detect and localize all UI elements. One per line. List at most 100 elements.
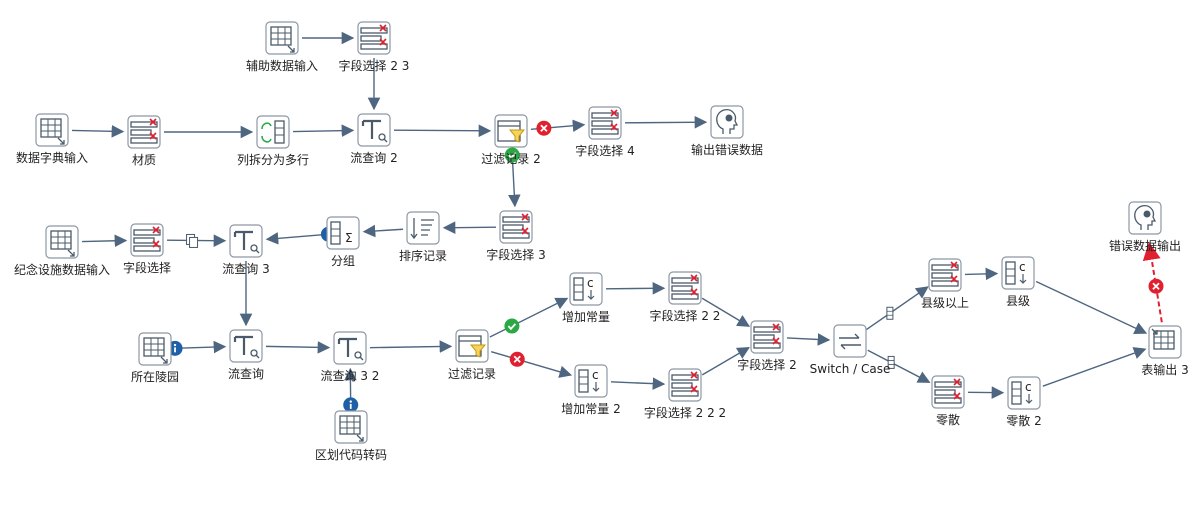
add-constant-icon: c (1005, 260, 1027, 285)
step-scattered[interactable]: 零散 (931, 375, 965, 427)
hop-filter-to-add-const[interactable] (489, 297, 569, 338)
step-label: 增加常量 (562, 310, 610, 324)
step-select-4[interactable]: 字段选择 4 (575, 106, 635, 158)
hop-memorial-input-to-select[interactable] (81, 234, 128, 248)
svg-text:c: c (587, 276, 594, 290)
step-lookup[interactable]: 流查询 (228, 329, 264, 381)
step-box (333, 331, 367, 365)
step-box (569, 272, 603, 306)
step-select-2[interactable]: 字段选择 2 (737, 320, 797, 372)
step-box (710, 105, 744, 139)
select-values-icon (671, 371, 699, 397)
stream-lookup-icon (233, 230, 260, 254)
step-label: 字段选择 2 2 (650, 308, 721, 323)
select-values-icon (133, 226, 161, 252)
step-select-23[interactable]: 字段选择 2 3 (339, 21, 410, 73)
step-county[interactable]: c县级 (1001, 256, 1035, 308)
hop-sort-to-group[interactable] (362, 224, 404, 238)
step-add-const[interactable]: c 增加常量 (562, 272, 610, 324)
hop-table-output-3-to-err-data-output[interactable] (1142, 241, 1163, 323)
hop-select-3-to-sort[interactable] (442, 221, 497, 234)
step-lookup-3[interactable]: 流查询 3 (222, 224, 270, 276)
copy-badge-icon (186, 233, 199, 248)
step-table-output-3[interactable]: 表输出 3 (1141, 325, 1189, 377)
step-label: Switch / Case (810, 362, 891, 376)
hop-lookup-32-to-filter[interactable] (369, 340, 453, 353)
step-region-code[interactable]: 区划代码转码 (315, 410, 387, 462)
hop-split-rows-to-lookup-2[interactable] (292, 124, 355, 137)
step-box (1007, 376, 1041, 410)
stream-lookup-icon (337, 337, 364, 361)
step-aux-input[interactable]: 辅助数据输入 (246, 21, 318, 73)
step-select-222[interactable]: 字段选择 2 2 2 (644, 368, 726, 420)
svg-text:c: c (1019, 260, 1026, 274)
hop-group-to-lookup-3[interactable] (265, 232, 324, 245)
step-cemetery[interactable]: 所在陵园 (131, 332, 179, 384)
table-input-icon (143, 337, 168, 364)
step-label: 字段选择 (123, 260, 171, 275)
step-label: 纪念设施数据输入 (14, 262, 110, 277)
step-label: 流查询 3 (222, 262, 269, 276)
hop-filter-to-add-const-2[interactable] (490, 350, 573, 378)
step-box (265, 21, 299, 55)
step-label: 流查询 2 (350, 151, 397, 165)
step-lookup-2[interactable]: 流查询 2 (350, 113, 398, 165)
step-group[interactable]: Σ分组 (326, 216, 360, 268)
switch-case-icon (839, 333, 861, 350)
step-label: 过滤记录 (448, 367, 496, 381)
hop-dict-input-to-material[interactable] (71, 124, 125, 138)
hop-scattered-2-to-table-output-3[interactable] (1042, 347, 1147, 387)
target-badge-icon (887, 355, 895, 369)
step-material[interactable]: 材质 (127, 115, 161, 167)
step-label: 过滤记录 2 (481, 152, 540, 166)
hop-county-above-to-county[interactable] (964, 267, 999, 281)
hop-select-22-to-select-2[interactable] (701, 297, 751, 327)
step-select[interactable]: 字段选择 (123, 223, 171, 275)
hop-select-2-to-switch-case[interactable] (786, 333, 831, 346)
step-box (574, 364, 608, 398)
badges-layer (167, 37, 1164, 413)
hop-cemetery-to-lookup[interactable] (174, 340, 227, 354)
select-values-icon (591, 109, 619, 135)
hop-switch-case-to-county-above[interactable] (866, 286, 929, 331)
target-badge-icon (886, 306, 894, 320)
step-err-data-output[interactable]: 错误数据输出 (1109, 201, 1181, 253)
hop-switch-case-to-scattered[interactable] (867, 349, 931, 383)
step-sort[interactable]: 排序记录 (399, 211, 447, 263)
hop-add-const-2-to-select-222[interactable] (610, 377, 666, 390)
step-split-rows[interactable]: 列拆分为多行 (237, 115, 309, 167)
step-label: 字段选择 4 (575, 143, 634, 158)
svg-text:c: c (1025, 380, 1032, 394)
steps-layer: 辅助数据输入字段选择 2 3 数据字典输入材质 列拆分为多行流查询 2 过滤记录 2 字… (14, 21, 1189, 462)
table-input-icon (50, 230, 75, 257)
table-output-icon (1151, 328, 1175, 350)
output-head-icon (1134, 205, 1157, 230)
stream-lookup-icon (233, 335, 260, 359)
hop-county-to-table-output-3[interactable] (1035, 280, 1148, 334)
step-label: 县级以上 (921, 296, 969, 310)
step-select-3[interactable]: 字段选择 3 (486, 210, 546, 262)
hop-select-4-to-output-err-data[interactable] (624, 115, 708, 129)
table-input-icon (339, 415, 364, 442)
step-memorial-input[interactable]: 纪念设施数据输入 (14, 225, 110, 277)
step-lookup-32[interactable]: 流查询 3 2 (321, 331, 380, 383)
step-label: 字段选择 2 2 2 (644, 405, 726, 420)
hop-select-222-to-select-2[interactable] (701, 346, 750, 376)
step-filter[interactable]: 过滤记录 (448, 329, 496, 381)
step-label: 字段选择 3 (486, 247, 545, 262)
step-select-22[interactable]: 字段选择 2 2 (650, 271, 721, 323)
step-filter-2[interactable]: 过滤记录 2 (481, 114, 541, 166)
step-dict-input[interactable]: 数据字典输入 (16, 113, 88, 165)
step-output-err-data[interactable]: 输出错误数据 (691, 105, 763, 157)
step-switch-case[interactable]: Switch / Case (810, 324, 891, 376)
step-scattered-2[interactable]: c零散 2 (1006, 376, 1042, 428)
step-label: 表输出 3 (1141, 362, 1188, 377)
step-county-above[interactable]: 县级以上 (921, 258, 969, 310)
hop-lookup-to-lookup-32[interactable] (265, 341, 331, 354)
hop-lookup-2-to-filter-2[interactable] (393, 124, 492, 138)
hop-add-const-to-select-22[interactable] (605, 282, 666, 295)
err-badge-icon (509, 351, 525, 367)
select-values-icon (934, 378, 962, 404)
